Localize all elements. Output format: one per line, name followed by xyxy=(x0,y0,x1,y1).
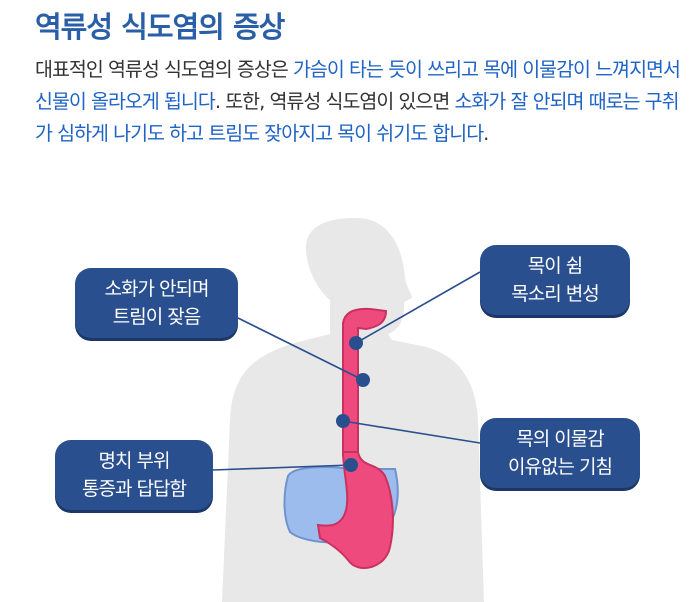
connector-line-indigestion xyxy=(237,317,364,381)
symptom-marker-dot xyxy=(356,373,370,387)
callout-line: 목소리 변성 xyxy=(511,283,599,305)
symptom-marker-dot xyxy=(336,414,350,428)
callout-line: 이유없는 기침 xyxy=(508,456,613,478)
connector-line-hoarse-voice xyxy=(355,271,481,344)
callout-line: 통증과 답답함 xyxy=(82,478,187,500)
page-title: 역류성 식도염의 증상 xyxy=(35,10,285,44)
description-paragraph: 대표적인 역류성 식도염의 증상은 가슴이 타는 듯이 쓰리고 목에 이물감이 … xyxy=(35,54,685,150)
body-text: . 또한, 역류성 식도염이 있으면 xyxy=(214,90,455,113)
highlighted-text: 가슴이 타는 듯이 쓰리고 목에 이물감이 느껴지면서 신물이 올라오게 됩니다 xyxy=(35,58,681,113)
callout-throat-lump: 목의 이물감 이유없는 기침 xyxy=(480,418,640,488)
callout-line: 트림이 잦음 xyxy=(112,306,201,328)
symptom-marker-dot xyxy=(344,458,358,472)
symptom-marker-dot xyxy=(349,336,363,350)
callout-hoarse-voice: 목이 쉼 목소리 변성 xyxy=(480,245,630,315)
connector-line-chest-pain xyxy=(212,464,352,471)
callout-line: 명치 부위 xyxy=(98,450,171,472)
callout-line: 목의 이물감 xyxy=(516,428,604,450)
stomach xyxy=(316,451,394,569)
callout-indigestion: 소화가 안되며 트림이 잦음 xyxy=(75,268,238,338)
connector-line-throat-lump xyxy=(342,420,481,444)
body-text: 대표적인 역류성 식도염의 증상은 xyxy=(35,58,293,81)
callout-chest-pain: 명치 부위 통증과 답답함 xyxy=(55,440,213,510)
highlighted-text: 소화가 잘 안되며 때로는 구취가 심하게 나기도 하고 트림도 잦아지고 목이… xyxy=(35,90,680,145)
body-text: . xyxy=(483,122,489,145)
callout-line: 소화가 안되며 xyxy=(104,278,210,300)
callout-line: 목이 쉼 xyxy=(527,255,583,277)
